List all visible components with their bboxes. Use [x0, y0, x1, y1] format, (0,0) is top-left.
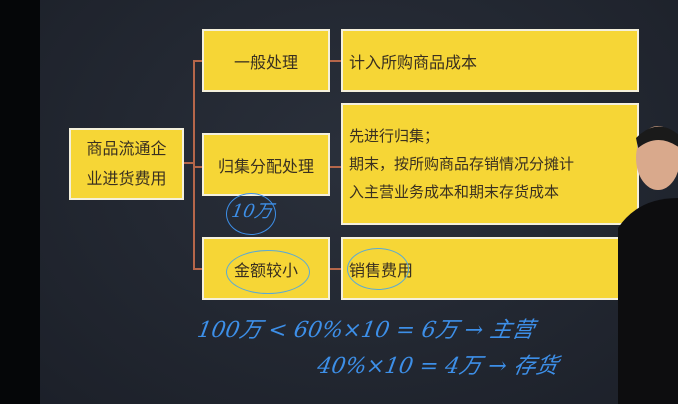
- connector: [193, 60, 195, 270]
- connector: [329, 268, 342, 270]
- highlight-circle: [226, 250, 310, 294]
- annotation-circle: [226, 193, 276, 235]
- video-left-border: [0, 0, 40, 404]
- result-allocate: 先进行归集； 期末，按所购商品存销情况分摊计 入主营业务成本和期末存货成本: [341, 103, 639, 225]
- annotation-note: 10万: [229, 201, 275, 222]
- highlight-circle: [347, 248, 409, 290]
- branch-label: 归集分配处理: [217, 156, 314, 176]
- result-general: 计入所购商品成本: [341, 29, 639, 92]
- lecturer-video: [618, 126, 678, 404]
- connector: [329, 60, 342, 62]
- handwriting-line-2: 40%×10 = 4万 → 存货: [315, 354, 560, 379]
- root-line-1: 商品流通企: [86, 139, 167, 158]
- result-line: 期末，按所购商品存销情况分摊计: [349, 155, 575, 173]
- result-line: 入主营业务成本和期末存货成本: [349, 183, 560, 201]
- connector: [193, 60, 203, 62]
- connector: [329, 166, 342, 168]
- branch-allocate: 归集分配处理: [202, 133, 330, 196]
- connector: [183, 162, 194, 164]
- root-line-2: 业进货费用: [86, 169, 167, 188]
- result-line: 先进行归集；: [349, 127, 440, 145]
- result-text: 计入所购商品成本: [349, 52, 478, 72]
- branch-general: 一般处理: [202, 29, 330, 92]
- connector: [193, 166, 203, 168]
- branch-label: 一般处理: [233, 52, 298, 72]
- root-box: 商品流通企 业进货费用: [69, 128, 184, 200]
- connector: [193, 268, 203, 270]
- handwriting-line-1: 100万 < 60%×10 = 6万 → 主营: [195, 318, 537, 343]
